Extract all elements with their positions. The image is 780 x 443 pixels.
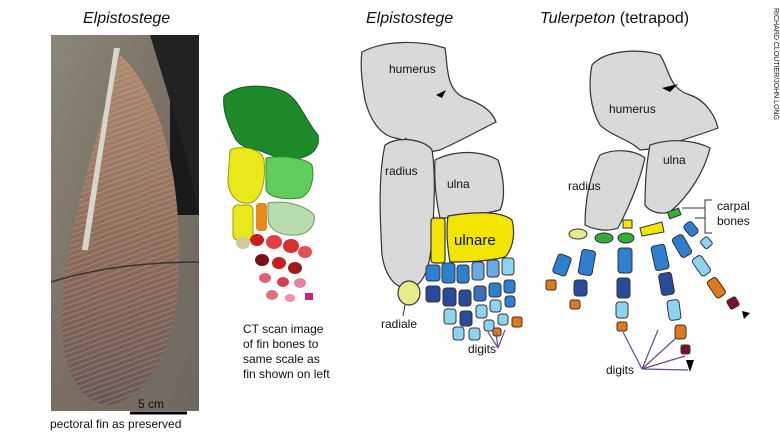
- elpistostege-radiale: [397, 280, 421, 306]
- ct-caption-line-1: CT scan image: [243, 322, 324, 336]
- elpistostege-ulna: [434, 151, 505, 219]
- elpistostege-ulnare-label: ulnare: [454, 232, 496, 249]
- elpistostege-humerus-label: humerus: [389, 62, 436, 76]
- elpistostege-humerus: [360, 41, 497, 153]
- tulerpeton-ulna-label: ulna: [663, 153, 686, 167]
- tulerpeton-humerus-label: humerus: [609, 102, 656, 116]
- tulerpeton-ulna: [644, 140, 711, 214]
- elpistostege-ulna-label: ulna: [447, 177, 470, 191]
- tulerpeton-humerus: [589, 50, 719, 151]
- tulerpeton-digits-label: digits: [606, 363, 634, 377]
- scale-bar-label: 5 cm: [138, 397, 164, 411]
- tulerpeton-title-name: Tulerpeton: [540, 10, 615, 27]
- photo-caption: pectoral fin as preserved: [50, 417, 181, 431]
- elpistostege-diagram-title: Elpistostege: [366, 10, 453, 27]
- tulerpeton-limb-diagram: [545, 50, 750, 372]
- photo-credit: RICHARD CLOUTIER/JOHN LONG: [772, 8, 779, 120]
- elpistostege-radiale-label: radiale: [381, 317, 417, 331]
- ct-scan-bones: [223, 85, 319, 302]
- tulerpeton-title: Tulerpeton (tetrapod): [540, 10, 689, 27]
- photo-title: Elpistostege: [83, 10, 170, 27]
- tulerpeton-title-suffix: (tetrapod): [615, 10, 689, 27]
- ct-caption-line-3: same scale as: [243, 352, 320, 366]
- ct-caption-line-4: fin shown on left: [243, 367, 330, 381]
- tulerpeton-carpal-label-line-1: carpal: [717, 199, 750, 213]
- tulerpeton-radius-label: radius: [568, 179, 601, 193]
- elpistostege-ulnare: [446, 212, 515, 263]
- elpistostege-digits-label: digits: [468, 342, 496, 356]
- elpistostege-radius: [379, 138, 435, 289]
- ct-caption-line-2: of fin bones to: [243, 337, 319, 351]
- elpistostege-radius-label: radius: [385, 164, 418, 178]
- elpistostege-fin-diagram: [360, 41, 523, 341]
- tulerpeton-radius: [584, 150, 646, 231]
- fossil-photo: [50, 35, 200, 415]
- tulerpeton-carpal-label-line-2: bones: [717, 214, 750, 228]
